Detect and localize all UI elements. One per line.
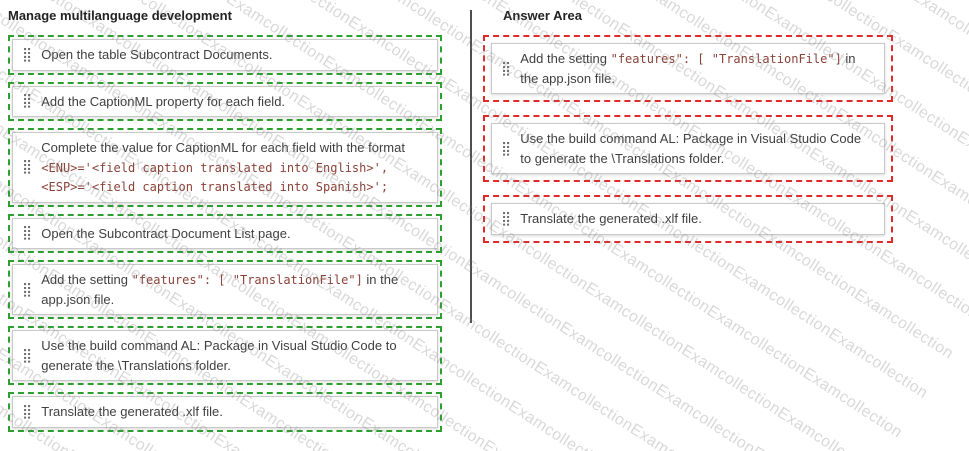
item-text-segment: Add the setting xyxy=(520,51,611,66)
item-code-segment: <ENU>='<field caption translated into En… xyxy=(41,160,389,195)
item-text: Complete the value for CaptionML for eac… xyxy=(41,138,428,197)
source-item-open-list-page[interactable]: ⣿ Open the Subcontract Document List pag… xyxy=(12,217,438,249)
highlight-outline-red: ⣿ Translate the generated .xlf file. xyxy=(483,195,893,243)
item-text: Add the CaptionML property for each fiel… xyxy=(41,92,285,112)
highlight-outline-green: ⣿ Complete the value for CaptionML for e… xyxy=(8,128,442,207)
item-text-segment: in the app.json file. xyxy=(41,272,399,307)
highlight-outline-red: ⣿ Add the setting "features": [ "Transla… xyxy=(483,35,893,102)
answer-item-features-setting[interactable]: ⣿ Add the setting "features": [ "Transla… xyxy=(491,43,885,94)
source-item-build-command[interactable]: ⣿ Use the build command AL: Package in V… xyxy=(12,330,438,381)
item-code-segment: "features": [ "TranslationFile"] xyxy=(610,52,842,66)
source-item-translate-xlf[interactable]: ⣿ Translate the generated .xlf file. xyxy=(12,396,438,428)
drag-handle-icon[interactable]: ⣿ xyxy=(22,159,33,176)
highlight-outline-green: ⣿ Open the Subcontract Document List pag… xyxy=(8,213,442,253)
item-text-segment: Open the Subcontract Document List page. xyxy=(41,225,291,241)
drag-handle-icon[interactable]: ⣿ xyxy=(22,225,33,242)
highlight-outline-green: ⣿ Add the setting "features": [ "Transla… xyxy=(8,260,442,319)
item-text-segment: Open the table Subcontract Documents. xyxy=(41,47,273,62)
answer-area-title: Answer Area xyxy=(503,8,582,23)
item-text: Translate the generated .xlf file. xyxy=(520,209,702,229)
drag-handle-icon[interactable]: ⣿ xyxy=(501,60,512,77)
highlight-outline-green: ⣿ Use the build command AL: Package in V… xyxy=(8,326,442,385)
drag-handle-icon[interactable]: ⣿ xyxy=(501,140,512,157)
source-panel-title: Manage multilanguage development xyxy=(8,8,232,23)
source-item-open-table[interactable]: ⣿ Open the table Subcontract Documents. xyxy=(12,39,438,71)
source-panel: Manage multilanguage development ⣿ Open … xyxy=(8,8,442,439)
item-text-segment: Complete the value for CaptionML for eac… xyxy=(41,140,405,155)
item-text-segment: Translate the generated .xlf file. xyxy=(41,404,223,419)
item-text-segment: Use the build command AL: Package in Vis… xyxy=(41,338,397,373)
item-text-segment: Translate the generated .xlf file. xyxy=(520,211,702,226)
source-item-features-setting[interactable]: ⣿ Add the setting "features": [ "Transla… xyxy=(12,264,438,315)
drag-handle-icon[interactable]: ⣿ xyxy=(22,46,33,63)
drag-handle-icon[interactable]: ⣿ xyxy=(22,403,33,420)
item-text-segment: Add the CaptionML property for each fiel… xyxy=(41,93,286,109)
highlight-outline-red: ⣿ Use the build command AL: Package in V… xyxy=(483,115,893,182)
answer-item-translate-xlf[interactable]: ⣿ Translate the generated .xlf file. xyxy=(491,203,885,235)
item-text: Translate the generated .xlf file. xyxy=(41,402,223,422)
answer-area-panel: Answer Area ⣿ Add the setting "features"… xyxy=(483,8,893,256)
drag-handle-icon[interactable]: ⣿ xyxy=(22,93,33,110)
panel-divider xyxy=(470,10,472,323)
source-item-captionml-property[interactable]: ⣿ Add the CaptionML property for each fi… xyxy=(12,85,438,117)
highlight-outline-green: ⣿ Translate the generated .xlf file. xyxy=(8,392,442,432)
item-text: Add the setting "features": [ "Translati… xyxy=(41,270,428,309)
item-code-segment: "features": [ "TranslationFile"] xyxy=(131,273,363,287)
item-text-segment: Add the setting xyxy=(41,272,132,287)
item-text: Open the table Subcontract Documents. xyxy=(41,45,272,65)
drag-handle-icon[interactable]: ⣿ xyxy=(22,281,33,298)
highlight-outline-green: ⣿ Add the CaptionML property for each fi… xyxy=(8,81,442,121)
item-text-segment: in the app.json file. xyxy=(520,51,856,86)
item-text-segment: Use the build command AL: Package in Vis… xyxy=(520,131,862,166)
source-item-captionml-value[interactable]: ⣿ Complete the value for CaptionML for e… xyxy=(12,132,438,203)
answer-item-build-command[interactable]: ⣿ Use the build command AL: Package in V… xyxy=(491,123,885,174)
drag-handle-icon[interactable]: ⣿ xyxy=(22,347,33,364)
item-text: Use the build command AL: Package in Vis… xyxy=(520,129,875,168)
item-text: Open the Subcontract Document List page. xyxy=(41,224,290,244)
drag-handle-icon[interactable]: ⣿ xyxy=(501,210,512,227)
item-text: Add the setting "features": [ "Translati… xyxy=(520,49,875,88)
item-text: Use the build command AL: Package in Vis… xyxy=(41,336,428,375)
highlight-outline-green: ⣿ Open the table Subcontract Documents. xyxy=(8,35,442,75)
